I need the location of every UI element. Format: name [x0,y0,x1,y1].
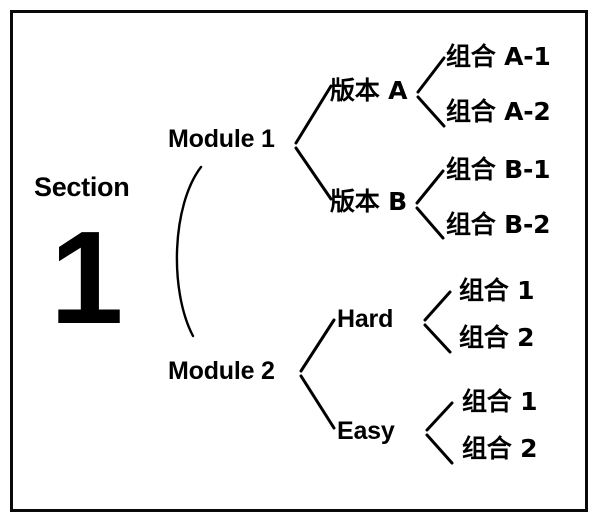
leaf-hard-combo-2: 组合 2 [459,323,535,352]
leaf-easy-combo-1: 组合 1 [462,387,538,416]
connector-version-a-to-combo-a1 [416,56,446,94]
root-brace-arc [175,165,203,338]
connector-module1-to-version-b [294,146,333,201]
connector-version-b-to-combo-b2 [415,206,445,240]
leaf-combo-a-1: 组合 A-1 [446,42,551,71]
connector-module2-to-easy [299,374,336,430]
leaf-combo-a-2: 组合 A-2 [446,97,551,126]
diagram-frame [10,10,588,512]
connector-module1-to-version-a [294,84,333,145]
node-hard: Hard [337,305,394,333]
node-version-a: 版本 A [330,76,408,105]
node-easy: Easy [337,417,395,445]
connector-hard-to-combo-2 [423,323,452,354]
node-module-2: Module 2 [168,357,275,385]
connector-easy-to-combo-1 [425,401,454,432]
connector-version-a-to-combo-a2 [416,95,446,128]
node-module-1: Module 1 [168,125,275,153]
leaf-hard-combo-1: 组合 1 [459,276,535,305]
connector-version-b-to-combo-b1 [415,169,445,205]
node-version-b: 版本 B [330,187,407,216]
leaf-easy-combo-2: 组合 2 [462,434,538,463]
connector-easy-to-combo-2 [425,433,454,465]
leaf-combo-b-2: 组合 B-2 [446,210,551,239]
leaf-combo-b-1: 组合 B-1 [446,155,551,184]
root-label-section: Section [34,172,130,202]
connector-hard-to-combo-1 [423,290,452,322]
root-label-number: 1 [50,204,123,351]
connector-module2-to-hard [299,318,336,373]
